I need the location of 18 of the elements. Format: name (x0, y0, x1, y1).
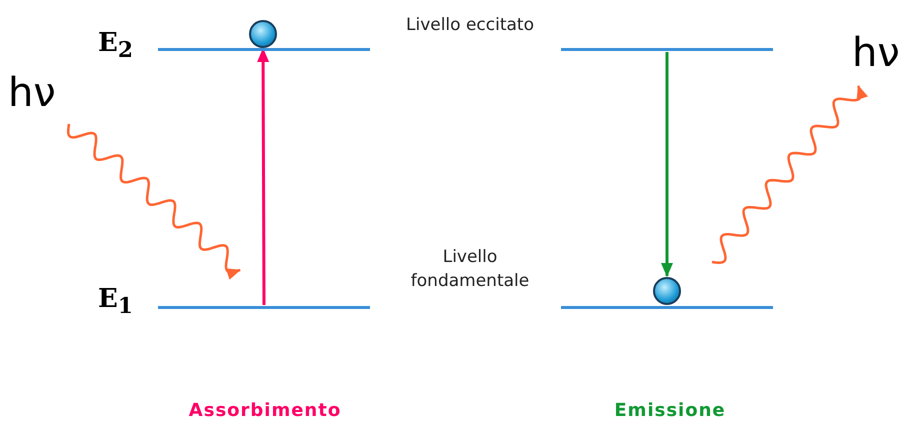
electron-sphere (653, 277, 681, 305)
wavy-photon-arrow (66, 124, 241, 280)
level-label: Livello fondamentale (410, 246, 530, 293)
energy-level-line (561, 48, 773, 51)
transition-arrow (257, 48, 270, 305)
energy-level-line (158, 48, 370, 51)
energy-level-line (561, 306, 773, 309)
transition-arrow (661, 52, 673, 277)
electron-sphere (249, 20, 277, 48)
photon-symbol: hν (852, 30, 912, 76)
energy-level-line (158, 306, 370, 309)
wavy-photon-arrow (712, 85, 868, 264)
energy-level-symbol: E$_{2}$ (98, 28, 133, 64)
process-caption: Emissione (613, 399, 727, 423)
energy-level-symbol: E$_{1}$ (98, 284, 133, 320)
level-label: Livello eccitato (405, 14, 535, 37)
photon-symbol: hν (8, 70, 68, 116)
process-caption: Assorbimento (188, 399, 342, 423)
